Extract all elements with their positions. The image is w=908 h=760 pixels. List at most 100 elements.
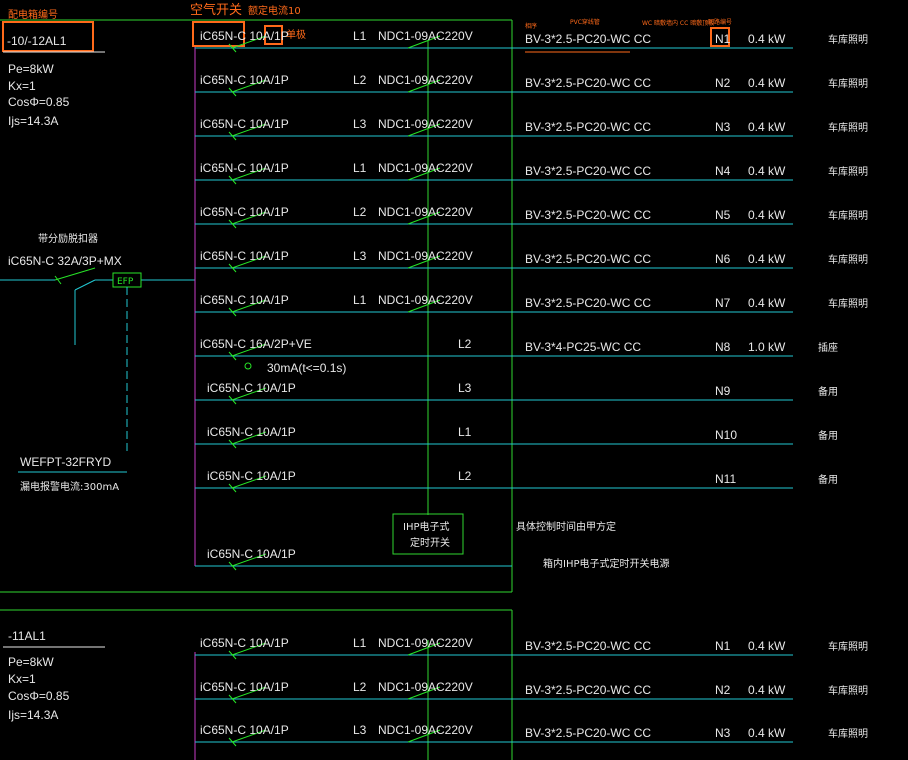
circuit-no[interactable]: N9 (715, 384, 731, 398)
circuit-row[interactable]: iC65N-C 10A/1P (195, 547, 512, 571)
contactor-label[interactable]: NDC1-09AC220V (378, 73, 473, 87)
contactor-label[interactable]: NDC1-09AC220V (378, 249, 473, 263)
contactor-label[interactable]: NDC1-09AC220V (378, 723, 473, 737)
contactor-label[interactable]: NDC1-09AC220V (378, 293, 473, 307)
panel-1-cos[interactable]: CosΦ=0.85 (8, 95, 70, 109)
phase-label[interactable]: L3 (353, 117, 367, 131)
panel-1-name[interactable]: -10/-12AL1 (7, 34, 67, 48)
circuit-row[interactable]: iC65N-C 10A/1P NDC1-09AC220V L1 BV-3*2.5-PC… (195, 161, 868, 185)
circuit-row[interactable]: iC65N-C 10A/1P L1 N10 备用 (195, 425, 838, 449)
circuit-row[interactable]: iC65N-C 10A/1P NDC1-09AC220V L3 BV-3*2.5-PC… (195, 249, 868, 273)
panel-1-ijs[interactable]: Ijs=14.3A (8, 114, 58, 128)
ihp-timer-box[interactable] (392, 513, 464, 555)
usage-label[interactable]: 车库照明 (828, 121, 868, 134)
breaker-label[interactable]: iC65N-C 10A/1P (207, 425, 296, 439)
panel-2-pe[interactable]: Pe=8kW (8, 655, 54, 669)
cable-label[interactable]: BV-3*2.5-PC20-WC CC (525, 76, 651, 90)
circuit-no[interactable]: N3 (715, 726, 731, 740)
panel-2-name[interactable]: -11AL1 (8, 629, 46, 643)
circuit-row[interactable]: iC65N-C 10A/1P NDC1-09AC220V L2 BV-3*2.5-PC… (195, 680, 868, 704)
breaker-label[interactable]: iC65N-C 10A/1P (200, 73, 289, 87)
power-label[interactable]: 0.4 kW (748, 76, 786, 90)
breaker-label[interactable]: iC65N-C 10A/1P (200, 205, 289, 219)
usage-label[interactable]: 车库照明 (828, 297, 868, 310)
cable-label[interactable]: BV-3*2.5-PC20-WC CC (525, 208, 651, 222)
power-label[interactable]: 0.4 kW (748, 683, 786, 697)
breaker-label[interactable]: iC65N-C 16A/2P+VE (200, 337, 312, 351)
circuit-no[interactable]: N7 (715, 296, 731, 310)
panel-2-cos[interactable]: CosΦ=0.85 (8, 689, 70, 703)
usage-label[interactable]: 车库照明 (828, 33, 868, 46)
panel-1-pe[interactable]: Pe=8kW (8, 62, 54, 76)
usage-label[interactable]: 插座 (818, 341, 838, 354)
breaker-label[interactable]: iC65N-C 10A/1P (200, 161, 289, 175)
power-label[interactable]: 0.4 kW (748, 296, 786, 310)
circuit-no[interactable]: N3 (715, 120, 731, 134)
main-breaker-label[interactable]: iC65N-C 32A/3P+MX (8, 254, 122, 268)
usage-label[interactable]: 备用 (818, 473, 838, 486)
circuit-no[interactable]: N4 (715, 164, 731, 178)
ihp-note-1[interactable]: 具体控制时间由甲方定 (516, 520, 616, 533)
ihp-note-2[interactable]: 箱内IHP电子式定时开关电源 (543, 557, 670, 570)
breaker-label[interactable]: iC65N-C 10A/1P (200, 723, 289, 737)
breaker-label[interactable]: iC65N-C 10A/1P (207, 469, 296, 483)
phase-label[interactable]: L1 (353, 161, 367, 175)
phase-label[interactable]: L3 (458, 381, 472, 395)
power-label[interactable]: 0.4 kW (748, 252, 786, 266)
circuit-row[interactable]: iC65N-C 10A/1P NDC1-09AC220V L3 BV-3*2.5-PC… (195, 723, 868, 747)
contactor-label[interactable]: NDC1-09AC220V (378, 29, 473, 43)
circuit-no[interactable]: N10 (715, 428, 737, 442)
power-label[interactable]: 1.0 kW (748, 340, 786, 354)
usage-label[interactable]: 车库照明 (828, 165, 868, 178)
cable-label[interactable]: BV-3*2.5-PC20-WC CC (525, 164, 651, 178)
panel-2-kx[interactable]: Kx=1 (8, 672, 36, 686)
circuit-no[interactable]: N11 (715, 472, 736, 486)
rcd-label[interactable]: 30mA(t<=0.1s) (267, 361, 346, 375)
cable-label[interactable]: BV-3*2.5-PC20-WC CC (525, 683, 651, 697)
power-label[interactable]: 0.4 kW (748, 639, 786, 653)
breaker-label[interactable]: iC65N-C 10A/1P (207, 381, 296, 395)
usage-label[interactable]: 备用 (818, 385, 838, 398)
cable-label[interactable]: BV-3*2.5-PC20-WC CC (525, 120, 651, 134)
contactor-label[interactable]: NDC1-09AC220V (378, 680, 473, 694)
usage-label[interactable]: 车库照明 (828, 253, 868, 266)
phase-label[interactable]: L1 (353, 29, 367, 43)
usage-label[interactable]: 车库照明 (828, 684, 868, 697)
circuit-no[interactable]: N2 (715, 76, 731, 90)
power-label[interactable]: 0.4 kW (748, 726, 786, 740)
contactor-label[interactable]: NDC1-09AC220V (378, 161, 473, 175)
cable-label[interactable]: BV-3*4-PC25-WC CC (525, 340, 641, 354)
phase-label[interactable]: L2 (353, 680, 367, 694)
circuit-no[interactable]: N1 (715, 639, 731, 653)
cable-label[interactable]: BV-3*2.5-PC20-WC CC (525, 32, 651, 46)
breaker-label[interactable]: iC65N-C 10A/1P (200, 636, 289, 650)
contactor-label[interactable]: NDC1-09AC220V (378, 636, 473, 650)
usage-label[interactable]: 车库照明 (828, 640, 868, 653)
phase-label[interactable]: L2 (458, 469, 472, 483)
breaker-label[interactable]: iC65N-C 10A/1P (200, 249, 289, 263)
phase-label[interactable]: L1 (458, 425, 472, 439)
breaker-label[interactable]: iC65N-C 10A/1P (200, 680, 289, 694)
circuit-no[interactable]: N8 (715, 340, 731, 354)
leak-alarm-label[interactable]: 漏电报警电流:300mA (20, 480, 119, 493)
power-label[interactable]: 0.4 kW (748, 164, 786, 178)
cable-label[interactable]: BV-3*2.5-PC20-WC CC (525, 726, 651, 740)
phase-label[interactable]: L2 (353, 205, 367, 219)
fire-module-label[interactable]: WEFPT-32FRYD (20, 455, 111, 469)
usage-label[interactable]: 车库照明 (828, 77, 868, 90)
breaker-label[interactable]: iC65N-C 10A/1P (200, 117, 289, 131)
usage-label[interactable]: 车库照明 (828, 727, 868, 740)
phase-label[interactable]: L3 (353, 723, 367, 737)
cable-label[interactable]: BV-3*2.5-PC20-WC CC (525, 252, 651, 266)
usage-label[interactable]: 备用 (818, 429, 838, 442)
circuit-row[interactable]: iC65N-C 10A/1P L2 N11 备用 (195, 469, 838, 493)
phase-label[interactable]: L2 (353, 73, 367, 87)
phase-label[interactable]: L3 (353, 249, 367, 263)
breaker-label[interactable]: iC65N-C 10A/1P (200, 293, 289, 307)
